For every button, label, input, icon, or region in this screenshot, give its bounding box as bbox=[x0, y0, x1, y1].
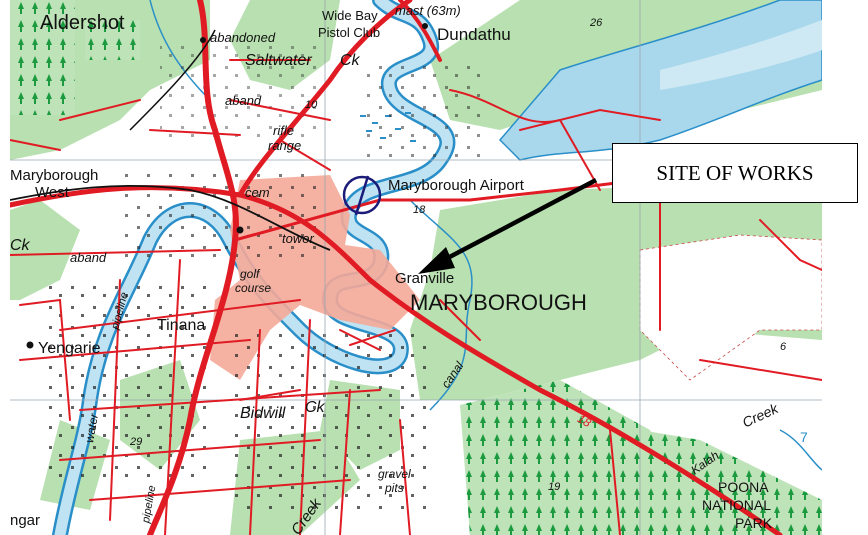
label-pistol-club: Pistol Club bbox=[318, 25, 380, 40]
label-granville: Granville bbox=[395, 270, 454, 287]
label-ck-mid: Ck bbox=[305, 399, 326, 416]
label-road-18: 18 bbox=[575, 411, 594, 430]
label-maryborough: MARYBOROUGH bbox=[410, 290, 587, 315]
label-rifle: rifle bbox=[273, 123, 294, 138]
label-spot-10: 10 bbox=[305, 99, 318, 111]
label-bidwill: Bidwill bbox=[240, 405, 286, 422]
airport-symbol bbox=[342, 175, 382, 216]
railway-line bbox=[9, 184, 331, 251]
label-abandoned: abandoned bbox=[210, 30, 276, 45]
label-mast: mast (63m) bbox=[395, 3, 461, 18]
site-of-works-callout: SITE OF WORKS bbox=[612, 143, 858, 203]
site-arrow bbox=[418, 178, 598, 274]
roads bbox=[7, 0, 823, 535]
label-course: course bbox=[235, 281, 271, 295]
label-national: NATIONAL bbox=[702, 497, 771, 513]
label-cem: cem bbox=[245, 185, 270, 200]
label-saltwater: Saltwater bbox=[245, 52, 312, 69]
label-maryborough-west-1: Maryborough bbox=[10, 167, 98, 184]
label-wide-bay: Wide Bay bbox=[322, 8, 378, 23]
label-aldershot: Aldershot bbox=[40, 12, 125, 34]
label-poona: POONA bbox=[718, 479, 769, 495]
label-ck-left: Ck bbox=[10, 237, 31, 254]
label-pits: pits bbox=[384, 481, 404, 495]
label-aband-top: aband bbox=[225, 93, 262, 108]
label-spot-26: 26 bbox=[589, 17, 603, 29]
label-maryborough-west-2: West bbox=[35, 184, 70, 201]
label-aband-left: aband bbox=[70, 250, 107, 265]
label-yengarie: Yengarie bbox=[38, 340, 101, 357]
label-golf: golf bbox=[240, 267, 261, 281]
label-spot-18: 18 bbox=[413, 204, 426, 216]
label-spot-6: 6 bbox=[780, 341, 787, 353]
label-dundathu: Dundathu bbox=[437, 25, 511, 44]
label-park: PARK bbox=[735, 515, 773, 531]
label-spot-19: 19 bbox=[548, 481, 560, 493]
clearing-area bbox=[639, 234, 823, 381]
label-airport: Maryborough Airport bbox=[388, 177, 525, 194]
label-spot-7: 7 bbox=[800, 429, 808, 445]
place-dots bbox=[26, 23, 428, 349]
label-tinana: Tinana bbox=[157, 317, 205, 334]
label-ngar: ngar bbox=[10, 512, 40, 529]
railway-branch bbox=[129, 29, 216, 131]
label-ck-top: Ck bbox=[340, 52, 361, 69]
label-gravel: gravel bbox=[378, 467, 411, 481]
label-tower: tower bbox=[282, 231, 314, 246]
label-water: water bbox=[82, 412, 101, 444]
label-spot-29: 29 bbox=[129, 436, 142, 448]
label-range: range bbox=[268, 138, 301, 153]
map-labels: Aldershot abandoned Saltwater Ck Wide Ba… bbox=[10, 3, 808, 535]
